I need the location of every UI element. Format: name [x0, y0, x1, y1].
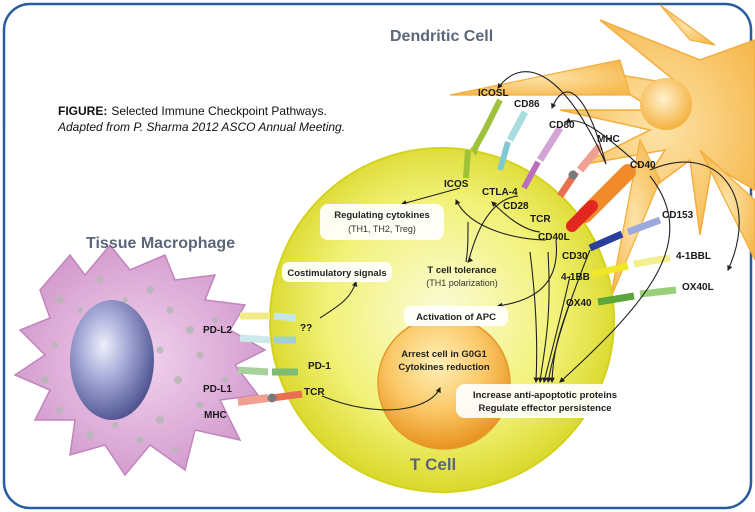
arrest-text: Arrest cell in G0G1 [401, 349, 487, 360]
ligand-pd-l2: PD-L2 [203, 325, 232, 336]
costim-box [282, 262, 392, 282]
dendritic-cell [449, 4, 755, 301]
receptor-unknown: ?? [300, 323, 312, 334]
regulating-cytokines-sub: (TH1, TH2, Treg) [348, 224, 416, 234]
tolerance-sub: (TH1 polarization) [426, 278, 498, 288]
effector-text: Regulate effector persistence [478, 403, 611, 414]
costimulatory-text: Costimulatory signals [287, 268, 386, 279]
receptor-cd30: CD30 [562, 251, 588, 262]
ligand-cd80: CD80 [549, 120, 575, 131]
regulating-box [320, 204, 444, 240]
anti-apoptotic-text: Increase anti-apoptotic proteins [473, 390, 617, 401]
receptor-tcr-macrophage: TCR [304, 387, 325, 398]
info-boxes [282, 204, 634, 418]
receptor-cd28: CD28 [503, 201, 529, 212]
receptor-ctla-4: CTLA-4 [482, 187, 518, 198]
ligand-cd153: CD153 [662, 210, 694, 221]
receptor-pd-1: PD-1 [308, 361, 331, 372]
signal-arrows [319, 71, 740, 411]
cytokines-reduction-text: Cytokines reduction [398, 362, 490, 373]
tolerance-text: T cell tolerance [427, 265, 496, 276]
tissue-macrophage [13, 243, 267, 477]
ligand-mhc-dc: MHC [597, 134, 620, 145]
ligand-icosl: ICOSL [478, 88, 509, 99]
receptor-ox40: OX40 [566, 298, 592, 309]
ligand-cd40: CD40 [630, 160, 656, 171]
dendritic-cell-title: Dendritic Cell [390, 28, 493, 45]
figure-source: Adapted from P. Sharma 2012 ASCO Annual … [57, 120, 345, 134]
figure-caption: FIGURE:Selected Immune Checkpoint Pathwa… [58, 104, 327, 118]
t-cell-nucleus [377, 316, 511, 450]
ligand-pd-l1: PD-L1 [203, 384, 232, 395]
receptor-tcr-dc: TCR [530, 214, 551, 225]
macrophage-title: Tissue Macrophage [86, 235, 235, 252]
ligand-mhc-macrophage: MHC [204, 410, 227, 421]
dendritic-nucleus [640, 78, 692, 130]
macrophage-nucleus [70, 300, 154, 420]
receptor-cd40l: CD40L [538, 232, 570, 243]
receptor-shapes [237, 98, 677, 406]
ligand-ox40l: OX40L [682, 282, 714, 293]
receptor-4-1bb: 4-1BB [561, 272, 590, 283]
activation-text: Activation of APC [416, 312, 496, 323]
ligand-cd86: CD86 [514, 99, 540, 110]
regulating-cytokines-text: Regulating cytokines [334, 210, 430, 221]
activation-box [404, 306, 508, 326]
receptor-icos: ICOS [444, 179, 469, 190]
t-cell-title: T Cell [410, 455, 456, 474]
anti-apoptotic-box [456, 384, 634, 418]
ligand-4-1bbl: 4-1BBL [676, 251, 711, 262]
